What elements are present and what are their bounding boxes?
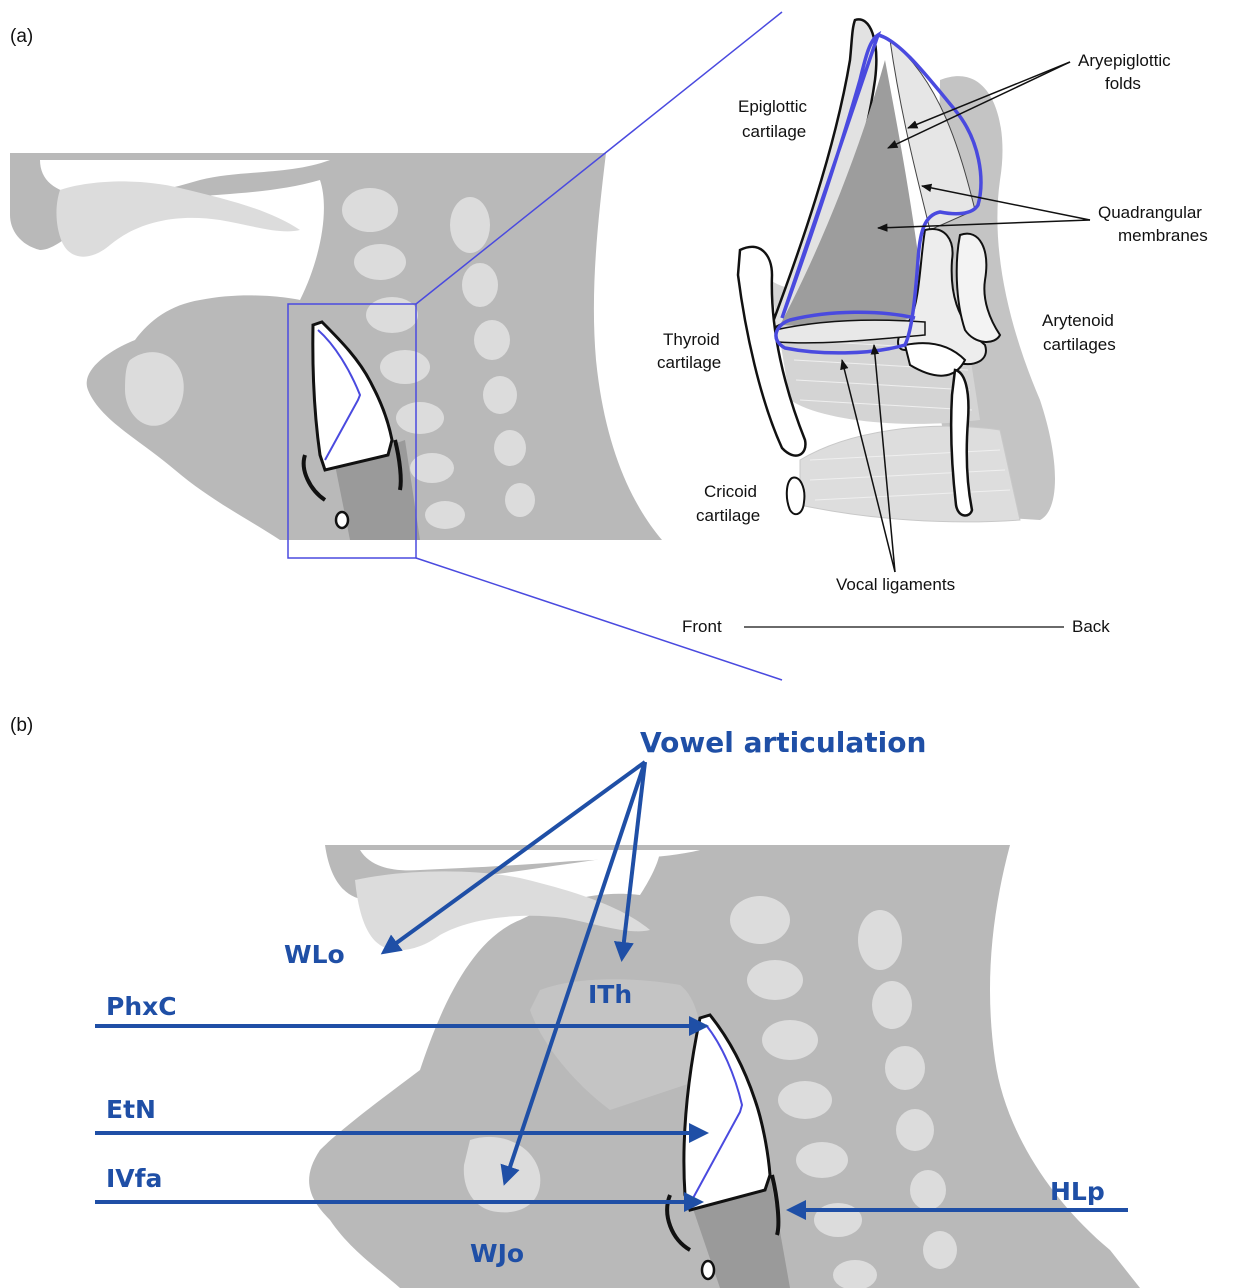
label-aryepiglottic-2: folds: [1105, 74, 1141, 93]
head-neck-silhouette-a: [10, 153, 662, 540]
label-quadrangular-2: membranes: [1118, 226, 1208, 245]
label-vocal-ligaments: Vocal ligaments: [836, 575, 955, 594]
label-back: Back: [1072, 617, 1110, 636]
panel-b-label: (b): [10, 715, 33, 736]
label-wlo: WLo: [284, 940, 345, 969]
label-quadrangular-1: Quadrangular: [1098, 203, 1202, 222]
head-neck-silhouette-b: [309, 845, 1140, 1288]
label-ivfa: IVfa: [106, 1164, 162, 1193]
panel-a-label: (a): [10, 26, 33, 47]
label-front: Front: [682, 617, 722, 636]
label-epiglottic-1: Epiglottic: [738, 97, 807, 116]
larynx-detail: [738, 19, 1055, 522]
label-epiglottic-2: cartilage: [742, 122, 806, 141]
label-arytenoid-2: cartilages: [1043, 335, 1116, 354]
zoom-line-bottom: [416, 558, 782, 680]
label-vowel-articulation: Vowel articulation: [640, 726, 926, 759]
label-thyroid-1: Thyroid: [663, 330, 720, 349]
label-thyroid-2: cartilage: [657, 353, 721, 372]
label-arytenoid-1: Arytenoid: [1042, 311, 1114, 330]
label-aryepiglottic-1: Aryepiglottic: [1078, 51, 1171, 70]
label-etn: EtN: [106, 1095, 156, 1124]
label-phxc: PhxC: [106, 992, 177, 1021]
label-cricoid-1: Cricoid: [704, 482, 757, 501]
label-wjo: WJo: [470, 1239, 524, 1268]
label-ith: ITh: [588, 980, 632, 1009]
label-hlp: HLp: [1050, 1177, 1105, 1206]
label-cricoid-2: cartilage: [696, 506, 760, 525]
